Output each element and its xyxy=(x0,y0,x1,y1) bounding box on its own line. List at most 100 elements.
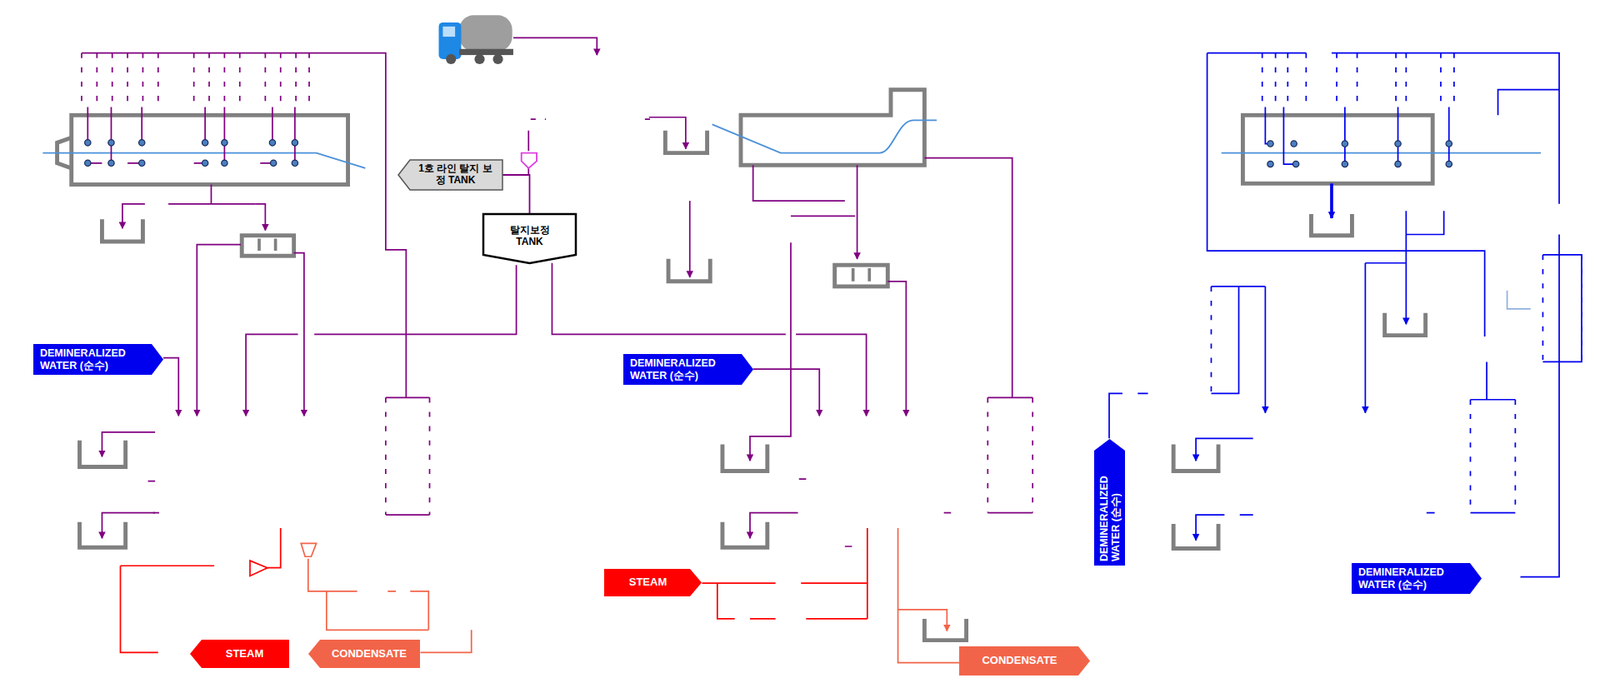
purple-flow-arrow xyxy=(163,358,179,417)
condensate-tag: CONDENSATE xyxy=(308,640,420,669)
label-wrap: 1호 라인 탈지 보정 TANK xyxy=(417,163,495,187)
nozzle-dot xyxy=(270,160,276,166)
blue-pipe-dashed xyxy=(1210,53,1581,514)
steam-tag: STEAM xyxy=(604,569,702,597)
condensate-pipe xyxy=(898,528,960,664)
purple-flow-arrow xyxy=(255,204,265,231)
aux-line xyxy=(1507,290,1531,310)
nozzle-dot xyxy=(1290,140,1297,147)
tag-outline xyxy=(604,569,702,597)
purple-flow-arrow xyxy=(689,200,691,278)
process-tank xyxy=(241,235,294,256)
node-label: DEMINERALIZED WATER (순수) xyxy=(1358,566,1465,591)
label-wrap: STEAM xyxy=(629,576,668,590)
nozzle-dot xyxy=(139,160,145,166)
supply-tag: DEMINERALIZED WATER (순수) xyxy=(1351,563,1482,595)
tanker-truck xyxy=(445,54,456,65)
nozzle-dot xyxy=(1395,160,1401,167)
purple-flow-arrow xyxy=(101,513,155,540)
label-wrap: DEMINERALIZED WATER (순수) xyxy=(1097,455,1122,562)
blue-pipe xyxy=(1365,210,1444,296)
nozzle-dot xyxy=(85,140,91,146)
purple-flow-arrow xyxy=(101,432,155,457)
label-wrap: DEMINERALIZED WATER (순수) xyxy=(630,357,737,382)
blue-pipe xyxy=(1207,53,1560,337)
blue-pipe-dashed xyxy=(1262,53,1455,108)
purple-pipe xyxy=(753,165,855,216)
water-level xyxy=(42,153,365,169)
tag-outline xyxy=(959,646,1090,676)
blue-pipe xyxy=(1109,53,1582,578)
process-tank xyxy=(835,265,889,287)
blue-flow-arrow xyxy=(1195,183,1406,540)
blue-pipe xyxy=(1109,393,1149,439)
purple-pipe xyxy=(148,481,160,514)
node-label: STEAM xyxy=(629,576,668,590)
purple-pipe-dashed xyxy=(385,397,1033,515)
nozzle-dot xyxy=(291,140,298,146)
steam-tag: STEAM xyxy=(190,640,290,669)
nozzle-dot xyxy=(108,160,115,166)
nozzle-dot xyxy=(1292,160,1299,167)
purple-flow-arrow xyxy=(551,263,866,417)
condensate-pipe xyxy=(898,610,948,632)
nozzle-dot xyxy=(139,140,145,146)
tag-outline xyxy=(398,160,503,190)
steam-pipe xyxy=(701,528,867,620)
blue-pipe xyxy=(1240,361,1516,515)
tag-outline xyxy=(33,344,164,375)
nozzle-dot xyxy=(1445,160,1452,167)
label-wrap: DEMINERALIZED WATER (순수) xyxy=(40,347,147,372)
nozzle-dot xyxy=(201,140,208,146)
reserve-tank-symbol xyxy=(521,153,537,169)
tanker-truck xyxy=(442,26,455,37)
tank-tag: 1호 라인 탈지 보정 TANK xyxy=(398,160,503,190)
reserve-tank-symbol xyxy=(521,153,537,169)
purple-flow-arrow xyxy=(513,37,597,55)
blue-pipe-dashed xyxy=(1210,255,1581,514)
node-label: DEMINERALIZED WATER (순수) xyxy=(630,357,737,382)
drain-tray xyxy=(722,522,768,549)
node-label: 탈지보정 TANK xyxy=(503,225,557,249)
nozzle-dot xyxy=(1395,140,1401,147)
tag-outline xyxy=(483,214,576,264)
tag-outline xyxy=(308,640,420,669)
purple-flow-arrow xyxy=(750,242,791,461)
drain-tray xyxy=(924,619,966,641)
blue-flow-arrow xyxy=(1330,183,1334,219)
condensate-tag: CONDENSATE xyxy=(959,646,1090,676)
blue-pipe xyxy=(1520,234,1581,577)
drain-tray xyxy=(80,130,1426,641)
supply-tag: DEMINERALIZED WATER (순수) xyxy=(623,354,754,385)
process-tank xyxy=(71,115,349,185)
aux-line xyxy=(1507,290,1531,310)
purple-pipe-dashed xyxy=(81,53,310,108)
purple-pipe xyxy=(385,397,430,515)
blue-pipe xyxy=(1265,107,1449,165)
process-tank xyxy=(1242,115,1433,184)
drain-tray xyxy=(722,445,768,472)
node-label: CONDENSATE xyxy=(331,648,407,661)
tag-outline xyxy=(190,640,290,669)
pipe-connector xyxy=(502,175,530,215)
purple-flow-arrow xyxy=(245,265,516,416)
label-wrap: CONDENSATE xyxy=(981,655,1057,668)
purple-flow-arrow xyxy=(753,369,820,416)
process-tank xyxy=(57,90,1434,287)
purple-pipe xyxy=(924,158,1033,514)
water-level xyxy=(42,120,1541,169)
purple-pipe xyxy=(87,162,274,165)
purple-flow-arrow xyxy=(856,165,859,260)
label-wrap: DEMINERALIZED WATER (순수) xyxy=(1358,566,1465,591)
label-wrap: 탈지보정 TANK xyxy=(503,225,557,249)
water-level xyxy=(1221,152,1541,155)
water-level xyxy=(712,120,937,153)
purple-pipe xyxy=(168,185,255,205)
process-tank xyxy=(740,90,925,166)
steam-pipe xyxy=(120,528,867,653)
purple-pipe xyxy=(81,53,1033,547)
blue-flow-arrow xyxy=(1195,515,1225,541)
supply-tag: DEMINERALIZED WATER (순수) xyxy=(33,344,164,375)
tank-box: 탈지보정 TANK xyxy=(483,214,576,264)
